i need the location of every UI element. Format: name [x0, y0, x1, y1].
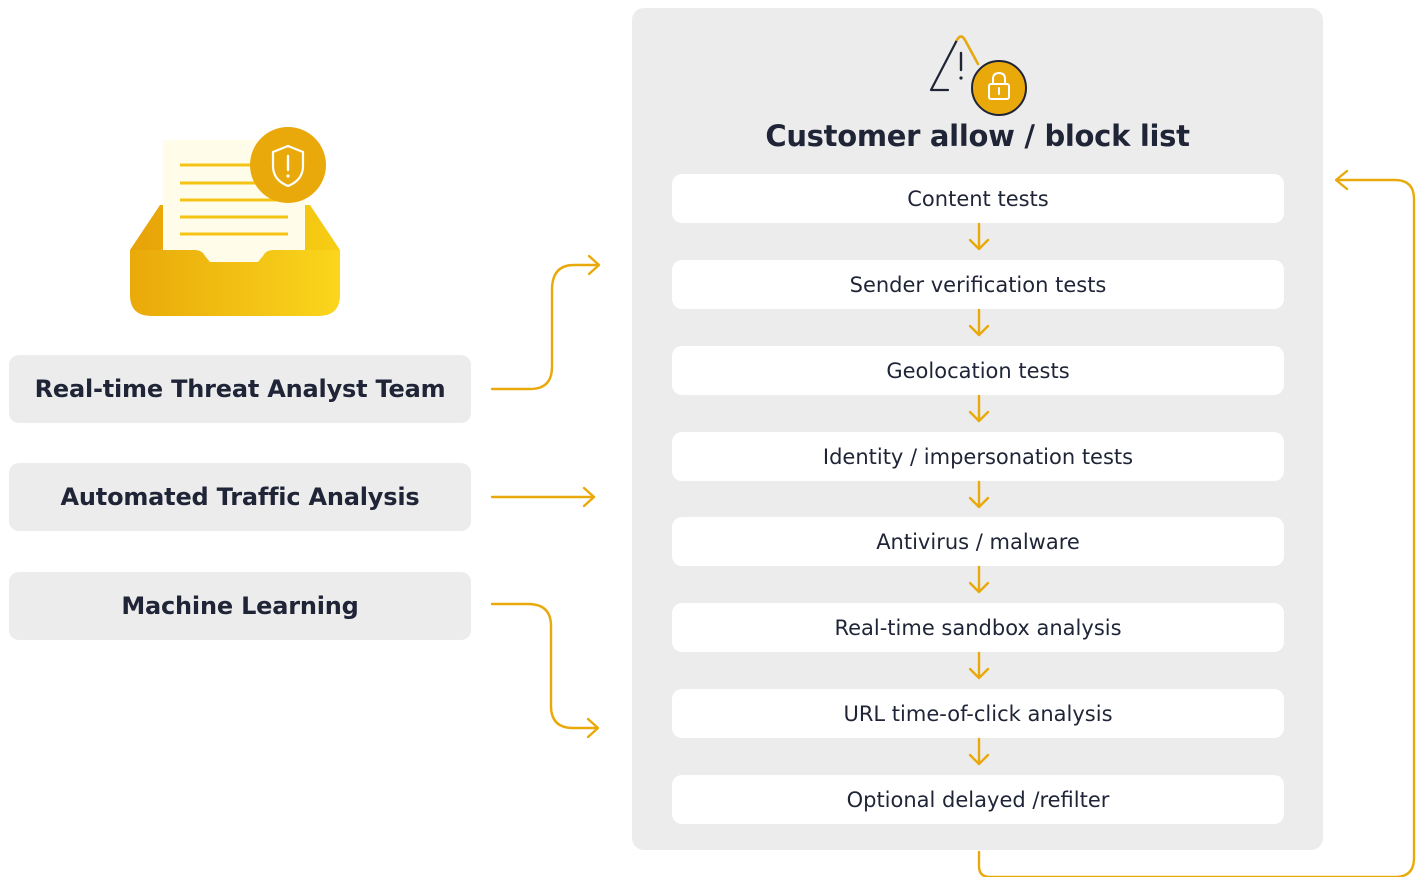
panel-title: Customer allow / block list [765, 119, 1190, 153]
arrow-icon [490, 602, 599, 730]
source-label: Real-time Threat Analyst Team [34, 375, 446, 403]
inbox-tray-icon [130, 140, 340, 316]
source-box-threat-analyst-team: Real-time Threat Analyst Team [9, 355, 471, 423]
step-identity-impersonation-tests: Identity / impersonation tests [672, 432, 1284, 481]
step-label: Optional delayed /refilter [846, 787, 1110, 812]
source-label: Machine Learning [121, 592, 359, 620]
step-label: Geolocation tests [886, 358, 1070, 383]
filter-pipeline-panel: Customer allow / block list Content test… [632, 8, 1323, 850]
source-box-machine-learning: Machine Learning [9, 572, 471, 640]
step-label: URL time-of-click analysis [843, 701, 1113, 726]
step-optional-delayed-refilter: Optional delayed /refilter [672, 775, 1284, 824]
source-label: Automated Traffic Analysis [60, 483, 420, 511]
step-label: Antivirus / malware [876, 529, 1080, 554]
shield-alert-icon [250, 127, 326, 203]
step-geolocation-tests: Geolocation tests [672, 346, 1284, 395]
step-label: Sender verification tests [849, 272, 1107, 297]
step-content-tests: Content tests [672, 174, 1284, 223]
arrow-icon [490, 263, 600, 391]
step-real-time-sandbox-analysis: Real-time sandbox analysis [672, 603, 1284, 652]
step-label: Real-time sandbox analysis [834, 615, 1122, 640]
source-box-automated-traffic-analysis: Automated Traffic Analysis [9, 463, 471, 531]
step-sender-verification-tests: Sender verification tests [672, 260, 1284, 309]
step-url-time-of-click-analysis: URL time-of-click analysis [672, 689, 1284, 738]
step-label: Content tests [907, 186, 1049, 211]
step-label: Identity / impersonation tests [822, 444, 1134, 469]
step-antivirus-malware: Antivirus / malware [672, 517, 1284, 566]
